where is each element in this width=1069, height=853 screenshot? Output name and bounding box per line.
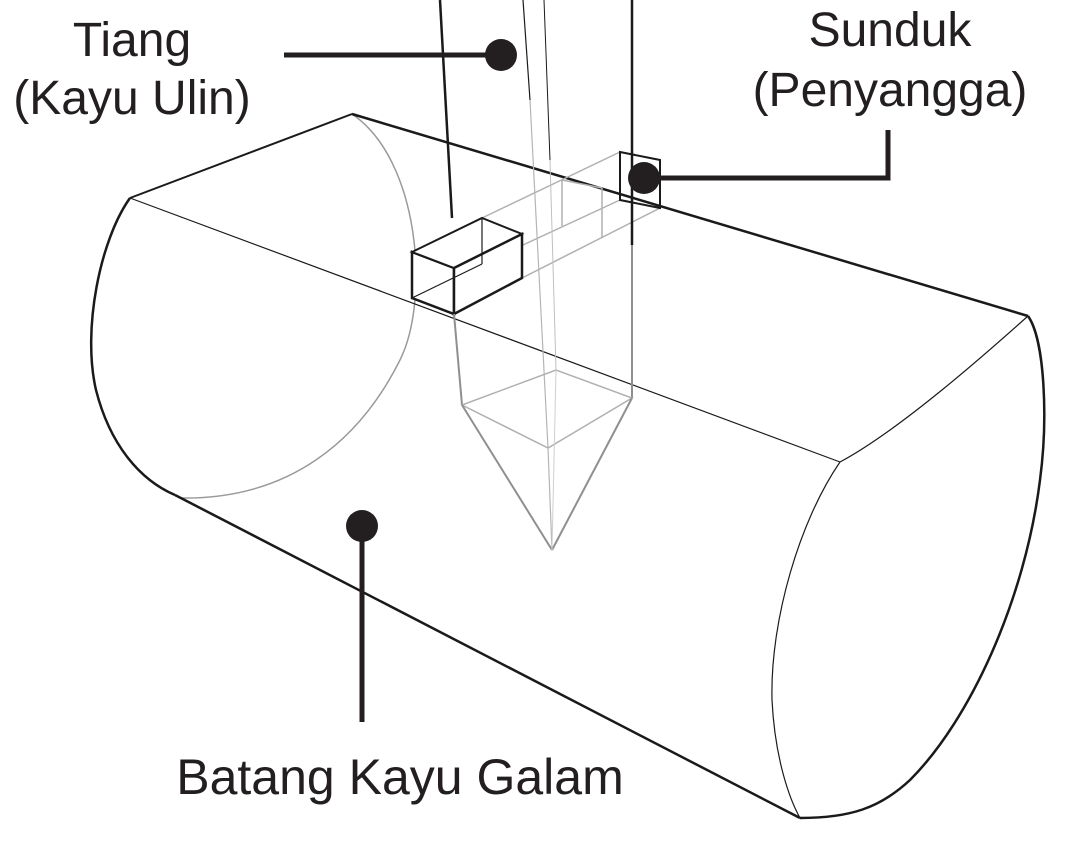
label-batang-kayu-galam: Batang Kayu Galam [176, 749, 624, 805]
log-right-cap-outline [799, 315, 1046, 820]
sunduk-hidden-edge-1 [561, 179, 603, 189]
log-left-cap-hidden-arc [179, 113, 417, 499]
batang-leader-dot [346, 510, 378, 542]
log-top-crease [129, 197, 841, 463]
log-left-cap-outline [89, 197, 176, 497]
post-center-edge-lower [529, 99, 549, 449]
callout-sunduk [628, 130, 891, 194]
post-tip-center [547, 447, 553, 551]
log-right-cap-inner [771, 315, 1029, 819]
log-top-edge [129, 113, 353, 199]
post-tip-right [551, 397, 633, 551]
sunduk-inner-edge-2 [411, 263, 483, 299]
sunduk-side-face [452, 231, 524, 317]
tiang-post [438, 0, 634, 551]
label-sunduk-title: Sunduk [809, 4, 973, 57]
sunduk-leader-line [644, 130, 891, 181]
post-tip-left [461, 404, 553, 551]
callout-batang [346, 510, 378, 722]
post-left-edge-upper [438, 0, 454, 219]
log-top-back-edge [351, 112, 1029, 318]
label-sunduk-function: (Penyangga) [753, 64, 1028, 117]
sunduk-end-cap [619, 150, 661, 210]
post-tip-back [551, 369, 557, 551]
log-bottom-edge [174, 493, 801, 820]
callout-tiang [284, 39, 517, 71]
sunduk-leader-dot [628, 162, 660, 194]
label-tiang-title: Tiang [73, 14, 191, 67]
log-galam [89, 112, 1046, 820]
post-left-edge-lower [453, 313, 463, 406]
post-back-edge-lower [549, 159, 557, 371]
post-center-edge-upper [522, 0, 531, 101]
tiang-leader-dot [485, 39, 517, 71]
label-tiang-material: (Kayu Ulin) [13, 72, 250, 125]
post-back-edge-upper [543, 0, 551, 161]
